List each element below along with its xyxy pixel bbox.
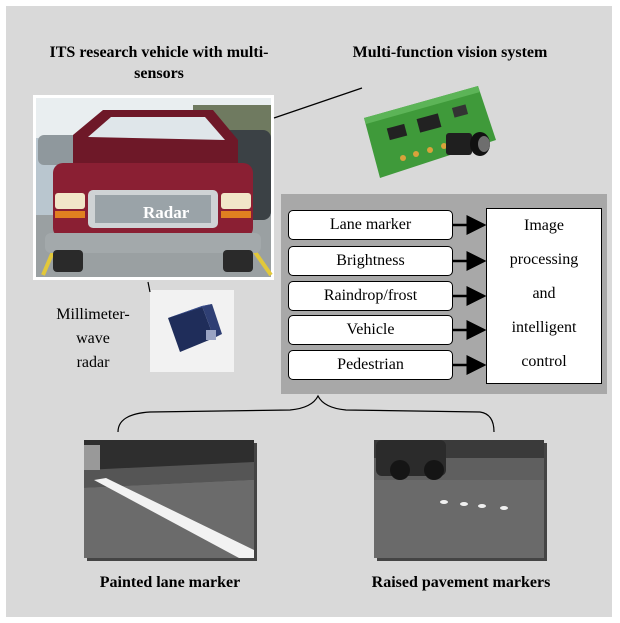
sensor-lane-marker: Lane marker xyxy=(288,210,453,240)
vehicle-title: ITS research vehicle with multi-sensors xyxy=(49,44,269,82)
mmw-radar-photo xyxy=(150,290,234,372)
sensor-raindrop-frost: Raindrop/frost xyxy=(288,281,453,311)
raised-pavement-markers-photo xyxy=(374,440,544,558)
sensor-pedestrian: Pedestrian xyxy=(288,350,453,380)
vision-system-title: Multi-function vision system xyxy=(352,44,548,61)
radar-label: Radar xyxy=(143,203,190,222)
painted-lane-marker-caption: Painted lane marker xyxy=(99,574,241,591)
brace xyxy=(117,394,495,433)
sensor-vehicle: Vehicle xyxy=(288,315,453,345)
sensor-brightness: Brightness xyxy=(288,246,453,276)
research-vehicle-photo: Radar xyxy=(33,95,274,280)
painted-lane-marker-photo xyxy=(84,440,254,558)
image-processing-box: Image processing and intelligent control xyxy=(486,208,602,384)
mmw-radar-label: Millimeter- wave radar xyxy=(56,306,130,371)
raised-pavement-markers-caption: Raised pavement markers xyxy=(371,574,551,591)
vision-board-photo xyxy=(358,78,508,186)
